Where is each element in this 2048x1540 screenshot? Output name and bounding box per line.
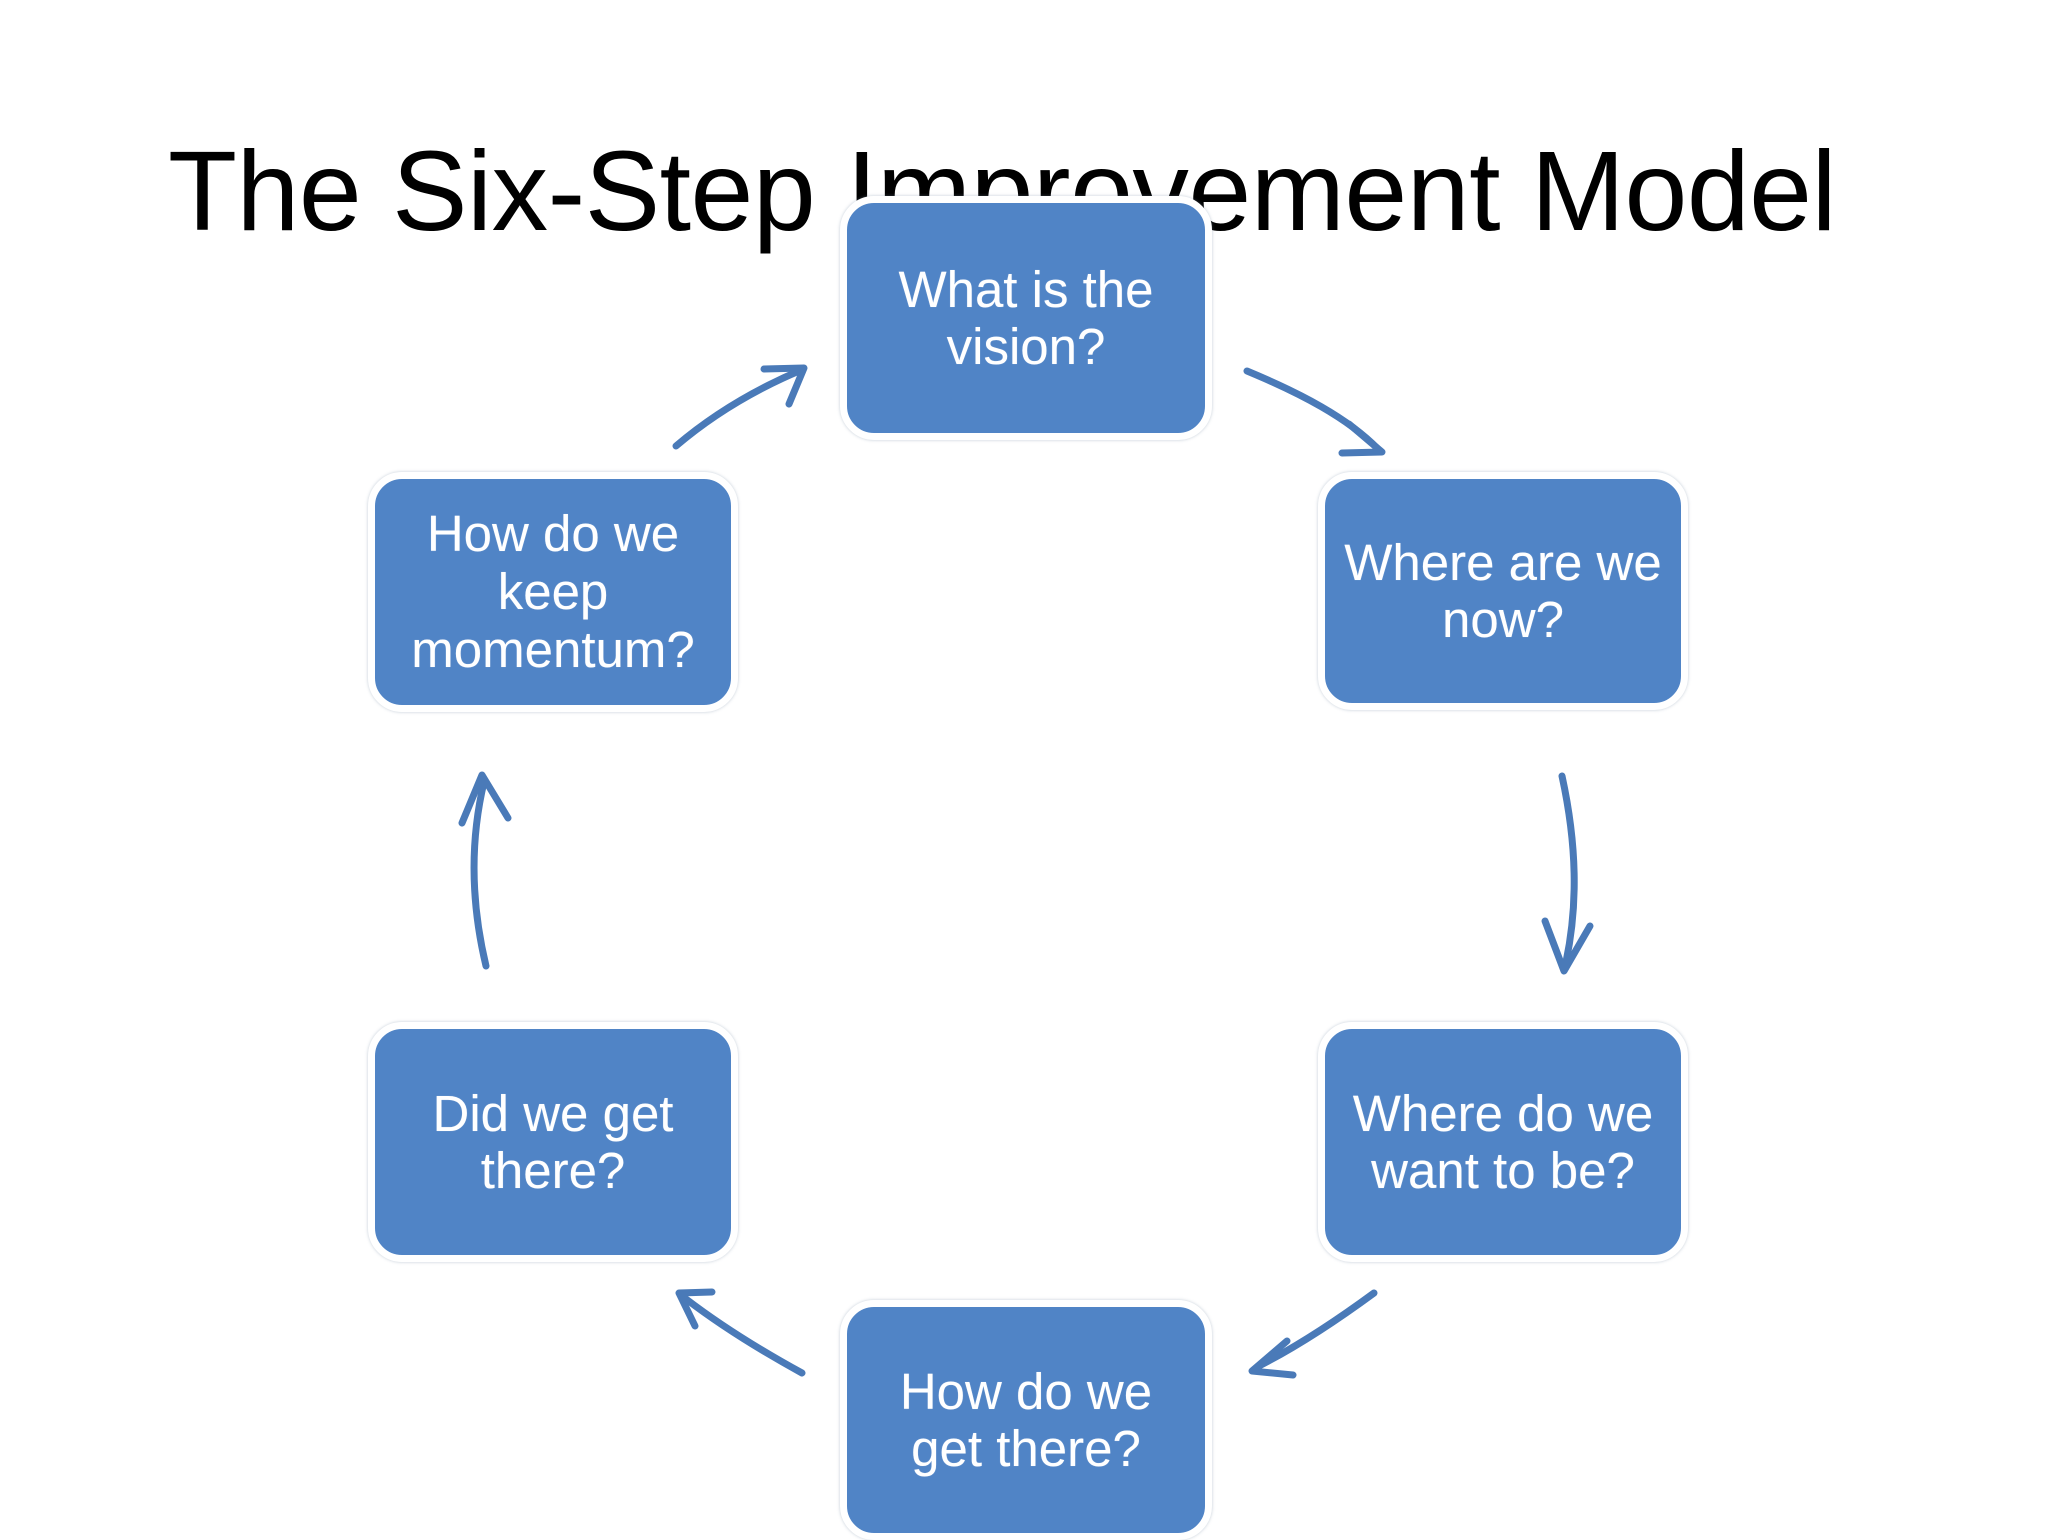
cycle-node-how-do-we-keep-momentum[interactable]: How do we keep momentum? — [368, 472, 738, 712]
cycle-node-where-do-we-want-to-be[interactable]: Where do we want to be? — [1318, 1022, 1688, 1262]
arrow-where-now-to-want — [1541, 772, 1594, 975]
cycle-node-vision[interactable]: What is the vision? — [840, 196, 1212, 440]
arrow-how-get-to-did-get — [675, 1288, 806, 1377]
arrow-vision-to-where-now — [1243, 367, 1386, 457]
arrow-did-get-to-momentum — [458, 771, 512, 970]
arrow-momentum-to-vision — [672, 364, 808, 450]
arrow-want-to-how-get — [1248, 1289, 1378, 1379]
cycle-node-label: How do we get there? — [899, 1362, 1153, 1477]
cycle-node-did-we-get-there[interactable]: Did we get there? — [368, 1022, 738, 1262]
cycle-node-label: Where do we want to be? — [1352, 1084, 1654, 1199]
cycle-node-where-are-we-now[interactable]: Where are we now? — [1318, 472, 1688, 710]
cycle-node-how-do-we-get-there[interactable]: How do we get there? — [840, 1300, 1212, 1540]
cycle-node-label: How do we keep momentum? — [411, 504, 695, 679]
cycle-node-label: Where are we now? — [1344, 533, 1662, 648]
cycle-node-label: Did we get there? — [432, 1084, 674, 1199]
cycle-node-label: What is the vision? — [898, 260, 1154, 375]
